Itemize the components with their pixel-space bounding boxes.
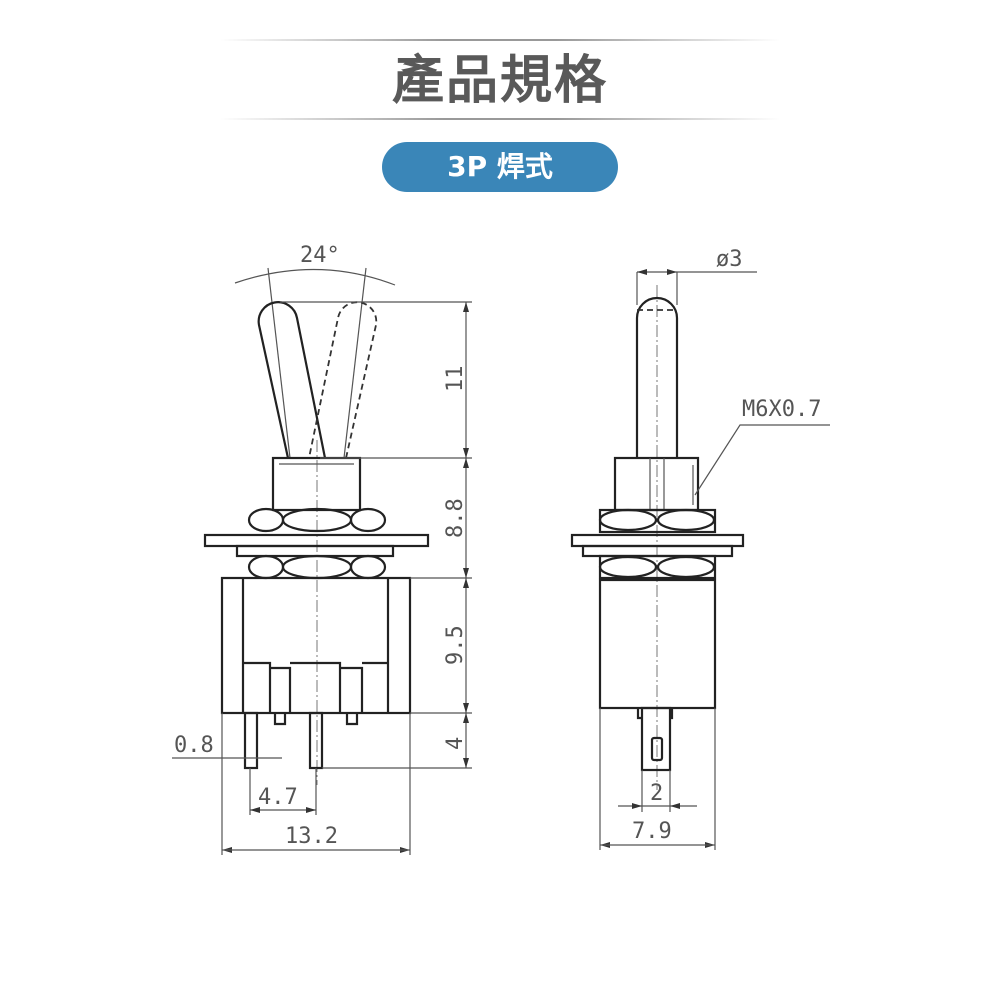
side-view: 24° 11 8.8 9.5 xyxy=(172,243,472,855)
washer xyxy=(235,544,395,558)
upper-nut xyxy=(247,507,387,533)
pin-left xyxy=(243,711,259,770)
lower-nut xyxy=(598,554,717,580)
lever-diameter-label: ø3 xyxy=(716,247,743,272)
pin-height-label: 4 xyxy=(443,737,468,750)
bushing-height-label: 8.8 xyxy=(443,498,468,538)
pin xyxy=(640,706,672,772)
bottom-rule xyxy=(220,118,780,120)
angle-arc xyxy=(234,268,396,286)
pin-tabs xyxy=(273,713,359,726)
body-width-label: 7.9 xyxy=(632,819,672,844)
lever-solid xyxy=(257,301,327,459)
pin-slot xyxy=(650,736,664,762)
lever xyxy=(635,296,679,458)
thread-label: M6X0.7 xyxy=(742,397,821,422)
pin-width-label: 2 xyxy=(650,781,663,806)
switch-body xyxy=(220,576,412,715)
top-rule xyxy=(220,39,780,41)
body-height-label: 9.5 xyxy=(443,625,468,665)
pin-middle xyxy=(308,711,324,770)
lever-height-label: 11 xyxy=(443,366,468,393)
variant-badge: 3P 焊式 xyxy=(382,142,618,192)
thread-leader xyxy=(694,424,830,496)
angle-label: 24° xyxy=(300,243,340,268)
terminal-block xyxy=(243,661,388,713)
body-width-label: 13.2 xyxy=(285,824,338,849)
pin-width-label: 0.8 xyxy=(174,733,214,758)
pin-pitch-label: 4.7 xyxy=(258,785,298,810)
lever-dashed xyxy=(308,301,378,459)
upper-nut xyxy=(598,508,717,534)
front-view: ø3 M6X0.7 2 7.9 xyxy=(570,247,830,850)
page-title: 產品規格 xyxy=(391,51,608,111)
